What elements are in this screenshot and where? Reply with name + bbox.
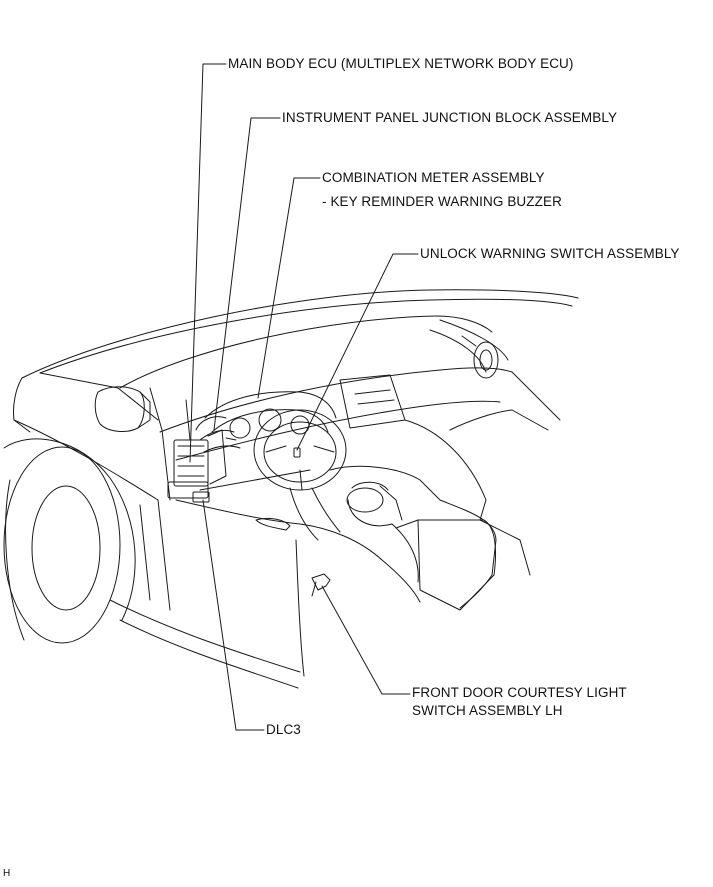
steering-wheel [253,409,347,491]
corner-mark: H [3,868,11,879]
knee-bolster-slot [255,517,291,531]
passenger-dash [404,419,487,521]
steering-column [311,487,341,533]
door-frame-top [13,419,159,501]
door-sill [109,599,301,673]
lower-dash [199,469,311,491]
leader-lines [189,63,419,731]
leader-unlock-switch [296,253,419,451]
dash-top [159,367,513,433]
center-console [329,465,497,609]
courtesy-switch-part [311,573,331,591]
label-combination-meter: COMBINATION METER ASSEMBLY [322,170,545,185]
wheel-rim [31,485,101,611]
junction-block-part [195,416,227,431]
label-main-body-ecu: MAIN BODY ECU (MULTIPLEX NETWORK BODY EC… [228,56,574,71]
right-vent [473,341,499,379]
shift-boot [346,487,384,513]
leader-main-body-ecu [189,63,227,463]
leader-instrument-panel-jb [213,117,281,431]
b-pillar [295,539,305,677]
meter-hood [204,391,337,419]
side-mirror [94,386,145,432]
roof-line [21,289,579,379]
leader-dlc3 [202,499,265,731]
a-pillar-inner [39,372,159,421]
unlock-switch-part [293,447,301,458]
wire-harness [199,429,241,453]
windshield-top [119,315,493,389]
label-instrument-panel-junction-block: INSTRUMENT PANEL JUNCTION BLOCK ASSEMBLY [282,110,618,125]
main-body-ecu-part [173,439,209,487]
label-key-reminder-buzzer: - KEY REMINDER WARNING BUZZER [322,194,562,209]
front-tyre [3,446,121,644]
label-dlc3: DLC3 [266,722,301,737]
leader-combination-meter [257,177,321,399]
label-unlock-warning-switch: UNLOCK WARNING SWITCH ASSEMBLY [420,246,680,261]
wheel-arch [3,438,136,621]
roof-line-inner [39,298,573,374]
label-front-door-courtesy-line1: FRONT DOOR COURTESY LIGHT [412,685,627,700]
label-front-door-courtesy-line2: SWITCH ASSEMBLY LH [412,703,563,718]
console-box [417,519,497,611]
leader-courtesy-switch [321,585,411,695]
dlc3-part [192,491,210,503]
